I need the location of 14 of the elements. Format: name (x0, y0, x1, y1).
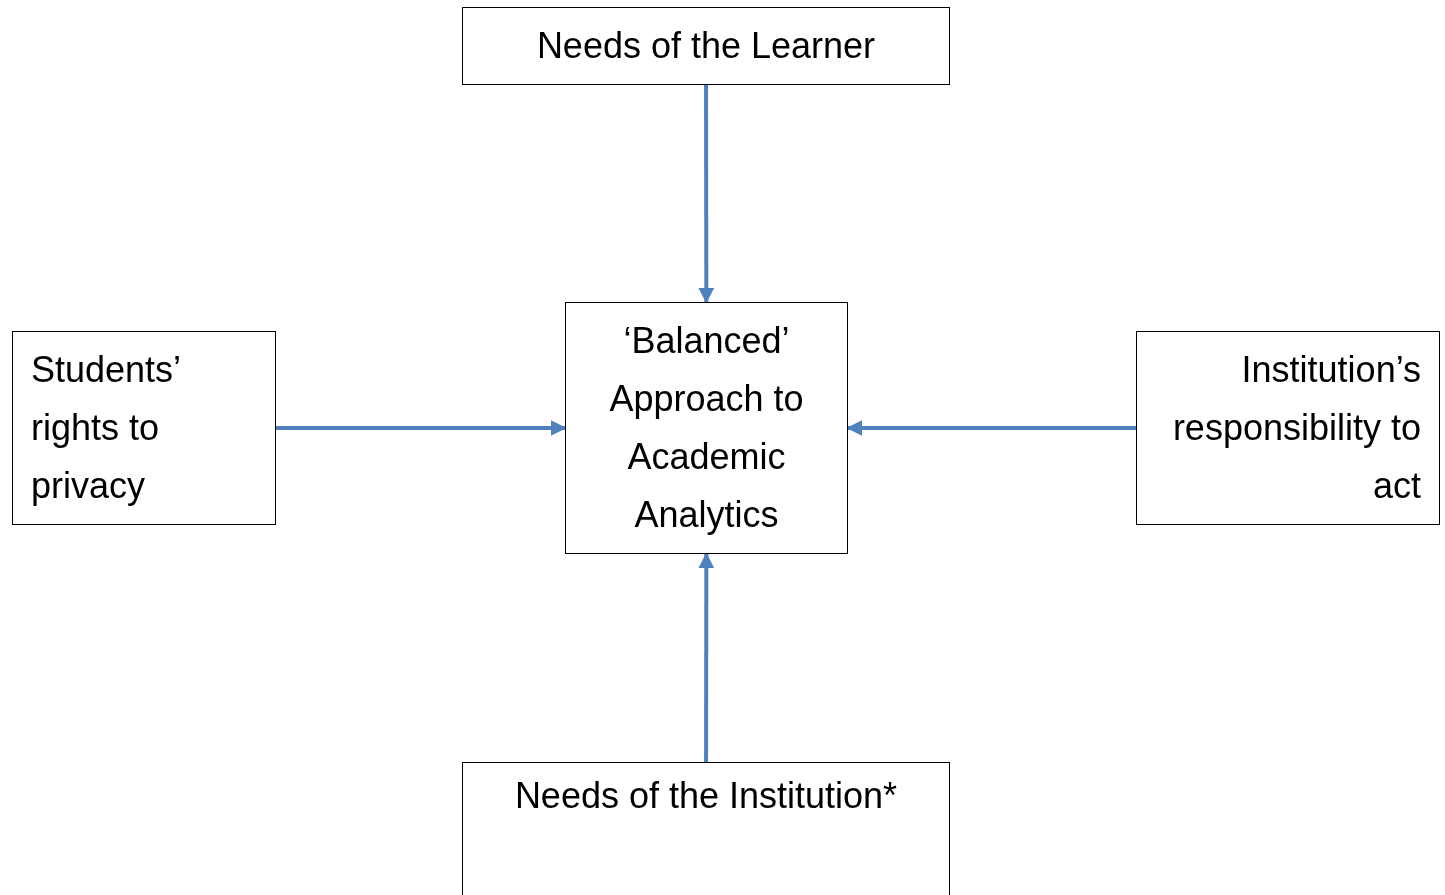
text-box (565, 302, 848, 554)
box-label: Needs of the Institution* (513, 774, 899, 818)
arrow (698, 85, 715, 304)
box-label: ‘Balanced’ Approach to Academic Analytics (608, 319, 805, 537)
box-label: Students’ rights to privacy (31, 348, 181, 508)
text-box (462, 7, 950, 85)
arrow (846, 420, 1136, 436)
text-box (1136, 331, 1440, 525)
box-label: Needs of the Learner (535, 24, 877, 68)
text-box (462, 762, 950, 895)
box-label: Institution’s responsibility to act (1171, 348, 1421, 508)
arrow (276, 420, 567, 436)
arrow (698, 552, 715, 762)
text-box (12, 331, 276, 525)
